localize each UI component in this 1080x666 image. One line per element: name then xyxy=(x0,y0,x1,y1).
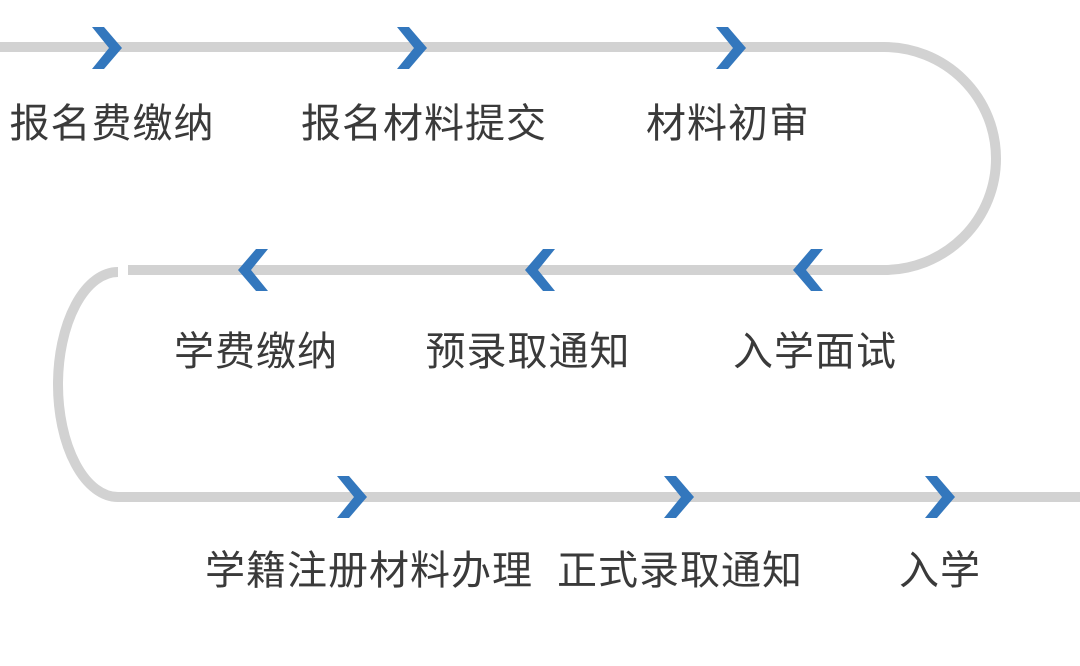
chevron-right-icon xyxy=(337,476,367,518)
chevron-left-icon xyxy=(525,249,555,291)
step-label-material-submission: 报名材料提交 xyxy=(301,102,547,146)
chevron-right-icon xyxy=(397,27,427,69)
chevron-right-icon xyxy=(925,476,955,518)
step-label-pre-admission-notice: 预录取通知 xyxy=(425,330,631,374)
chevron-right-icon xyxy=(716,27,746,69)
step-label-enrollment: 入学 xyxy=(899,549,981,593)
chevron-left-icon xyxy=(793,249,823,291)
chevron-right-icon xyxy=(664,476,694,518)
chevron-left-icon xyxy=(238,249,268,291)
chevron-right-icon xyxy=(92,27,122,69)
step-label-formal-admission-notice: 正式录取通知 xyxy=(557,549,803,593)
step-label-preliminary-review: 材料初审 xyxy=(646,102,810,146)
step-label-admission-interview: 入学面试 xyxy=(733,330,897,374)
flow-track-lower-segment xyxy=(53,267,1080,502)
step-label-tuition-payment: 学费缴纳 xyxy=(174,330,338,374)
step-label-registration-fee: 报名费缴纳 xyxy=(9,102,215,146)
flow-track-upper-segment xyxy=(0,42,1001,275)
step-label-student-status-registration: 学籍注册材料办理 xyxy=(205,549,533,593)
